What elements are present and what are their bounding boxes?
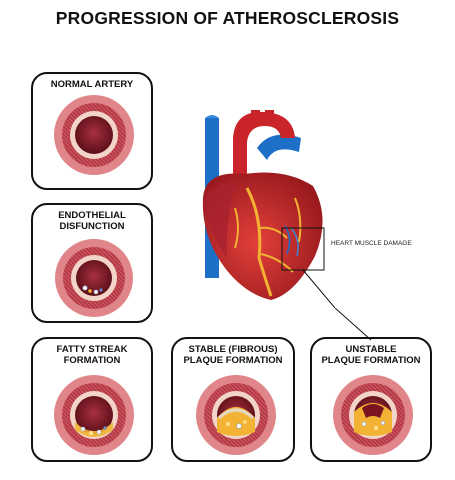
page-title: PROGRESSION OF ATHEROSCLEROSIS (55, 8, 400, 28)
panel-unstable-plaque: UNSTABLE PLAQUE FORMATION (310, 337, 432, 462)
heart-illustration (202, 110, 335, 308)
endothelial-artery-illustration (55, 239, 133, 317)
panel-endothelial-line2: DISFUNCTION (59, 221, 125, 232)
pointer-line-extension (335, 308, 372, 341)
panel-normal-line1: NORMAL ARTERY (50, 79, 134, 90)
panel-stable-label: STABLE (FIBROUS) PLAQUE FORMATION (173, 344, 293, 366)
fatty-artery-illustration (54, 375, 134, 455)
panel-endothelial: ENDOTHELIAL DISFUNCTION (31, 203, 153, 323)
normal-artery-illustration (54, 95, 134, 175)
panel-unstable-label: UNSTABLE PLAQUE FORMATION (312, 344, 430, 366)
panel-unstable-line2: PLAQUE FORMATION (321, 355, 421, 366)
panel-stable-line1: STABLE (FIBROUS) (188, 344, 278, 355)
panel-fatty-line2: FORMATION (63, 355, 121, 366)
panel-unstable-line1: UNSTABLE (345, 344, 397, 355)
panel-fatty-streak: FATTY STREAK FORMATION (31, 337, 153, 462)
stable-artery-illustration (196, 375, 276, 455)
panel-fatty-label: FATTY STREAK FORMATION (33, 344, 151, 366)
heart-muscle-damage-label: HEART MUSCLE DAMAGE (331, 240, 412, 247)
panel-stable-plaque: STABLE (FIBROUS) PLAQUE FORMATION (171, 337, 295, 462)
unstable-artery-illustration (333, 375, 413, 455)
panel-normal-label: NORMAL ARTERY (33, 79, 151, 90)
panel-stable-line2: PLAQUE FORMATION (183, 355, 283, 366)
panel-fatty-line1: FATTY STREAK (56, 344, 128, 355)
panel-normal-artery: NORMAL ARTERY (31, 72, 153, 190)
panel-endothelial-line1: ENDOTHELIAL (58, 210, 126, 221)
panel-endothelial-label: ENDOTHELIAL DISFUNCTION (33, 210, 151, 232)
